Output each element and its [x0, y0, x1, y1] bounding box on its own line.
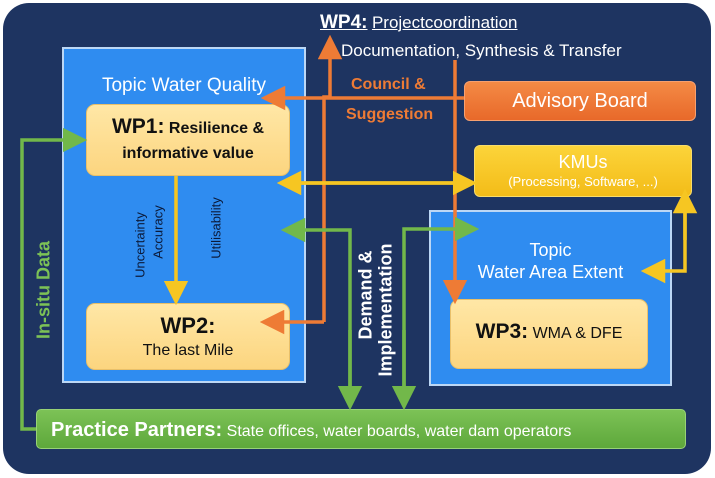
wp2-prefix: WP2: [160, 313, 216, 338]
wp2-box[interactable]: WP2: The last Mile [86, 303, 290, 370]
wp4-header[interactable]: WP4: Projectcoordination [320, 12, 517, 34]
wp3-suffix: WMA & DFE [532, 325, 623, 342]
wp1-box[interactable]: WP1: Resilience & informative value [86, 104, 290, 176]
topic-water-area-line1: Topic [529, 240, 572, 260]
practice-partners-suffix: State offices, water boards, water dam o… [226, 423, 572, 440]
wp2-line1: The last Mile [142, 342, 234, 359]
kmus-subtitle: (Processing, Software, ...) [508, 174, 658, 189]
demand-left-arrow-up [280, 217, 352, 405]
demand-right-arrow-up [402, 216, 480, 405]
wp3-prefix: WP3: [475, 320, 529, 343]
insitu-data-arrow [20, 127, 88, 431]
wp2-to-wp4-arrow [317, 34, 343, 322]
wp4-prefix: WP4: [320, 12, 368, 33]
wp1-line1: Resilience & [168, 120, 265, 137]
wp1-line2: informative value [122, 145, 254, 162]
kmus-box[interactable]: KMUs (Processing, Software, ...) [474, 145, 692, 197]
practice-partners-prefix: Practice Partners: [51, 419, 223, 441]
council-line2: Suggestion [346, 106, 434, 123]
wp4-title: Projectcoordination [371, 13, 518, 32]
advisory-board-label: Advisory Board [512, 90, 648, 112]
kmus-to-water-area-arrow [640, 200, 687, 284]
wp4-subtitle: Documentation, Synthesis & Transfer [341, 41, 622, 60]
council-line1: Council & [351, 76, 426, 93]
practice-partners-box[interactable]: Practice Partners: State offices, water … [36, 409, 686, 449]
wp3-box[interactable]: WP3: WMA & DFE [450, 299, 648, 369]
topic-water-quality-title: Topic Water Quality [101, 75, 266, 96]
topic-water-area-line2: Water Area Extent [477, 262, 624, 282]
advisory-board-box[interactable]: Advisory Board [464, 81, 696, 121]
wp1-prefix: WP1: [111, 115, 165, 138]
kmus-title: KMUs [558, 152, 608, 172]
